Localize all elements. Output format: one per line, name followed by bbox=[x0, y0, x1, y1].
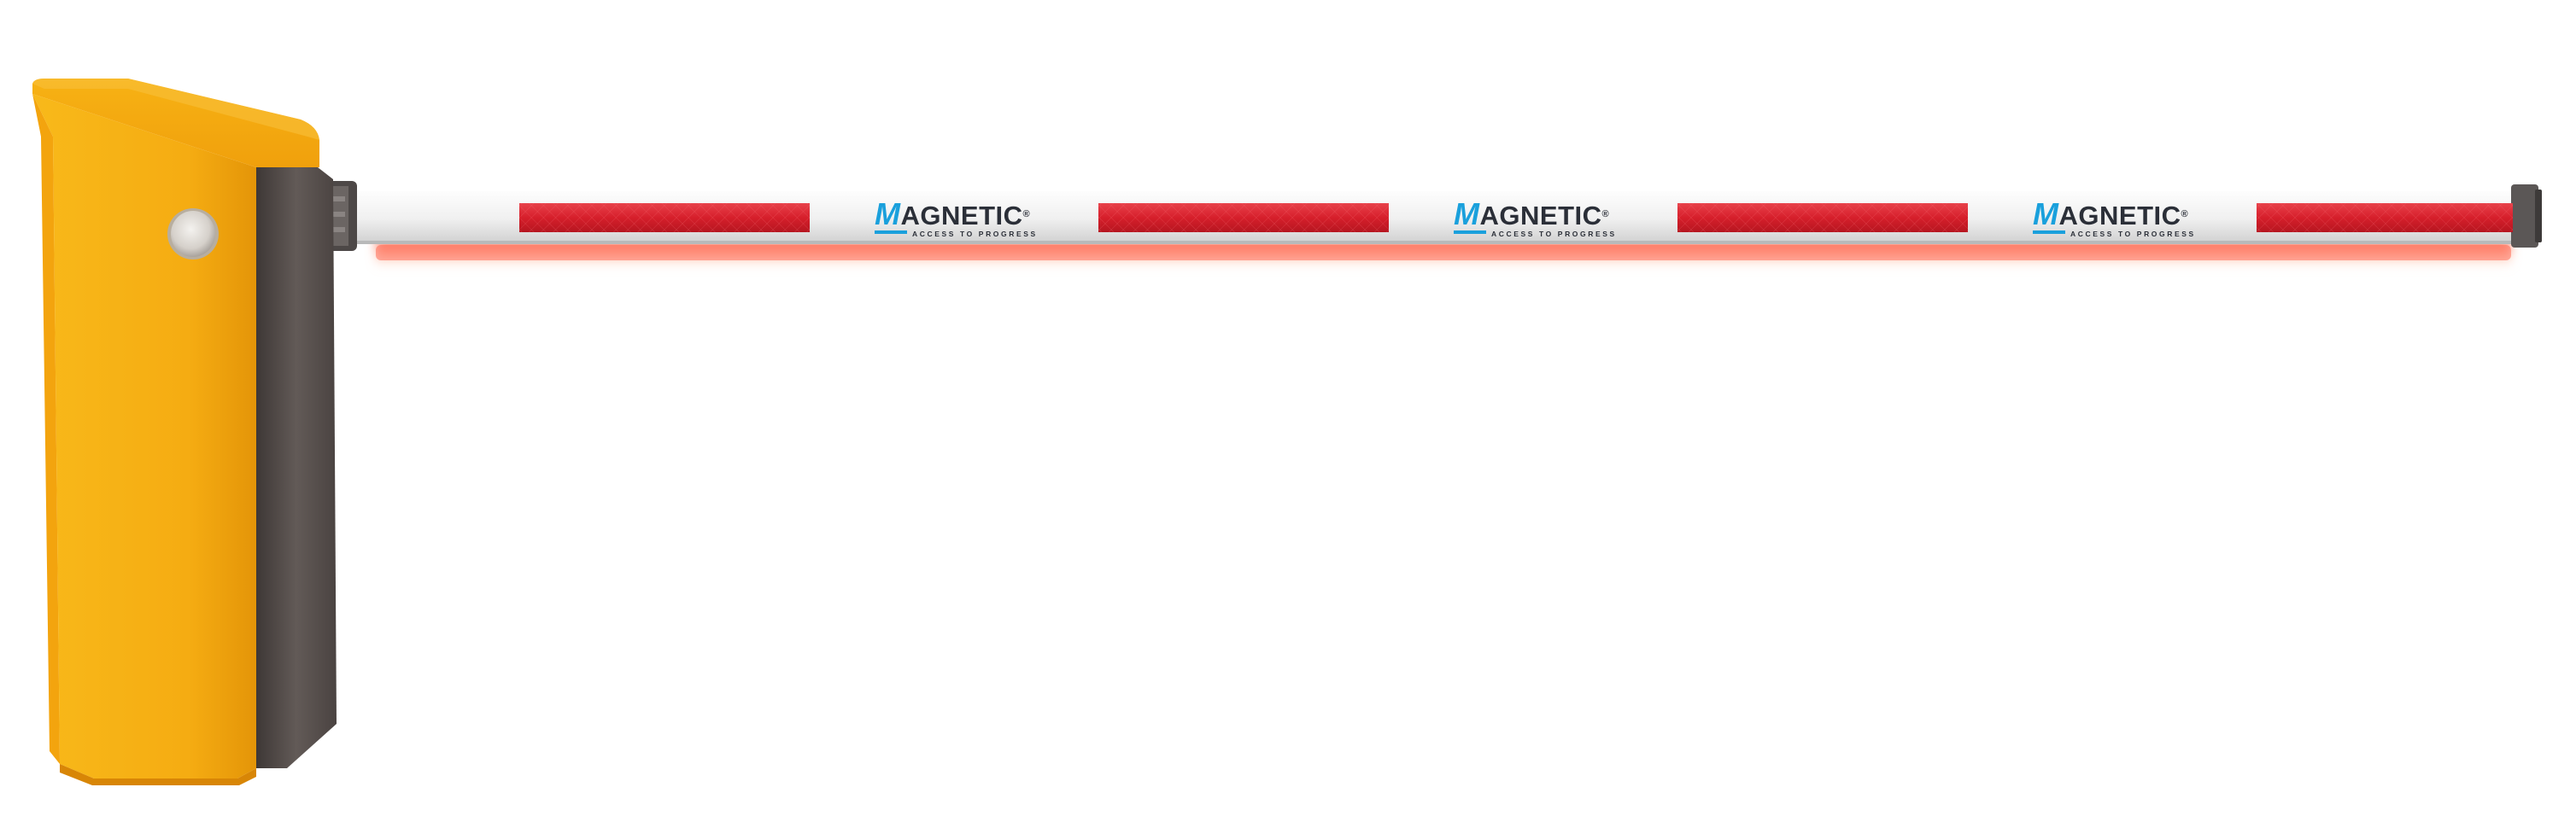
reflector-strip bbox=[1098, 203, 1389, 232]
brand-logo: MAGNETIC® ACCESS TO PROGRESS bbox=[2033, 196, 2204, 246]
reflector-strip bbox=[1677, 203, 1968, 232]
brand-name: MAGNETIC® bbox=[1454, 196, 1610, 231]
status-lamp bbox=[167, 208, 219, 259]
brand-tagline: ACCESS TO PROGRESS bbox=[1491, 230, 1617, 238]
reflector-strip bbox=[2257, 203, 2513, 232]
brand-logo: MAGNETIC® ACCESS TO PROGRESS bbox=[1454, 196, 1625, 246]
brand-logo: MAGNETIC® ACCESS TO PROGRESS bbox=[875, 196, 1045, 246]
reflector-strip bbox=[519, 203, 810, 232]
logo-underline bbox=[2033, 230, 2065, 234]
brand-name: MAGNETIC® bbox=[2033, 196, 2189, 231]
brand-name: MAGNETIC® bbox=[875, 196, 1031, 231]
logo-underline bbox=[875, 230, 907, 234]
brand-tagline: ACCESS TO PROGRESS bbox=[2070, 230, 2196, 238]
barrier-housing bbox=[32, 79, 337, 785]
brand-tagline: ACCESS TO PROGRESS bbox=[912, 230, 1038, 238]
logo-underline bbox=[1454, 230, 1486, 234]
